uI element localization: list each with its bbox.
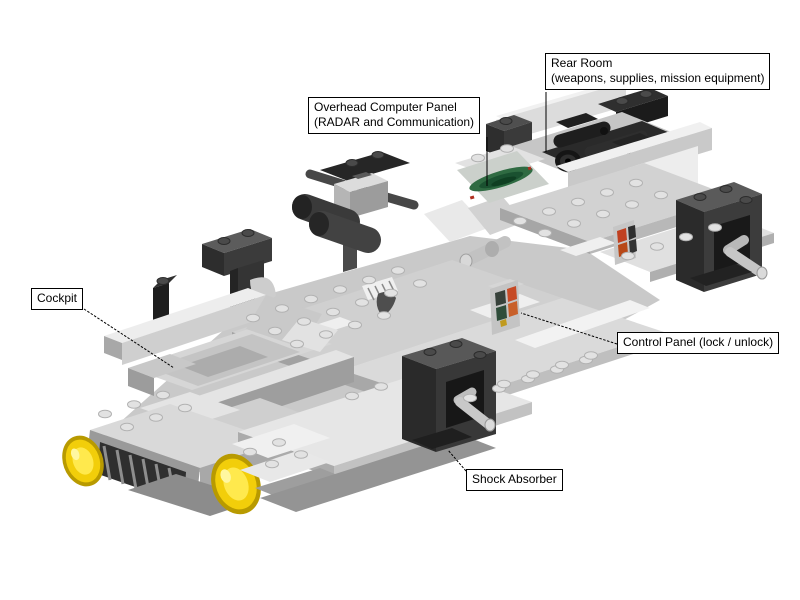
- model-overhead-computer-screen: [424, 146, 549, 242]
- leader-lines: [83, 92, 618, 472]
- callout-rear-room: Rear Room (weapons, supplies, mission eq…: [545, 53, 771, 90]
- callout-cockpit: Cockpit: [31, 288, 84, 310]
- callout-rear-room-line2: (weapons, supplies, mission equipment): [551, 71, 765, 85]
- callout-rear-room-line1: Rear Room: [551, 56, 613, 70]
- model-rear-shock-absorber: [676, 182, 768, 292]
- model-cockpit: [104, 288, 354, 430]
- model-camera-mast: [292, 152, 419, 272]
- callout-shock-absorber: Shock Absorber: [466, 469, 563, 491]
- callout-control-panel-line1: Control Panel (lock / unlock): [623, 335, 774, 349]
- callout-overhead-computer-panel: Overhead Computer Panel (RADAR and Commu…: [308, 97, 481, 134]
- leader-line-control-panel: [520, 312, 618, 345]
- callout-overhead-line1: Overhead Computer Panel: [314, 100, 457, 114]
- model-studs: [98, 90, 753, 469]
- callout-shock-absorber-line1: Shock Absorber: [472, 472, 557, 486]
- leader-line-shock-absorber: [447, 449, 467, 472]
- callout-overhead-line2: (RADAR and Communication): [314, 115, 475, 129]
- callout-cockpit-line1: Cockpit: [37, 291, 78, 305]
- leader-line-cockpit: [83, 308, 175, 369]
- callout-control-panel: Control Panel (lock / unlock): [617, 332, 780, 354]
